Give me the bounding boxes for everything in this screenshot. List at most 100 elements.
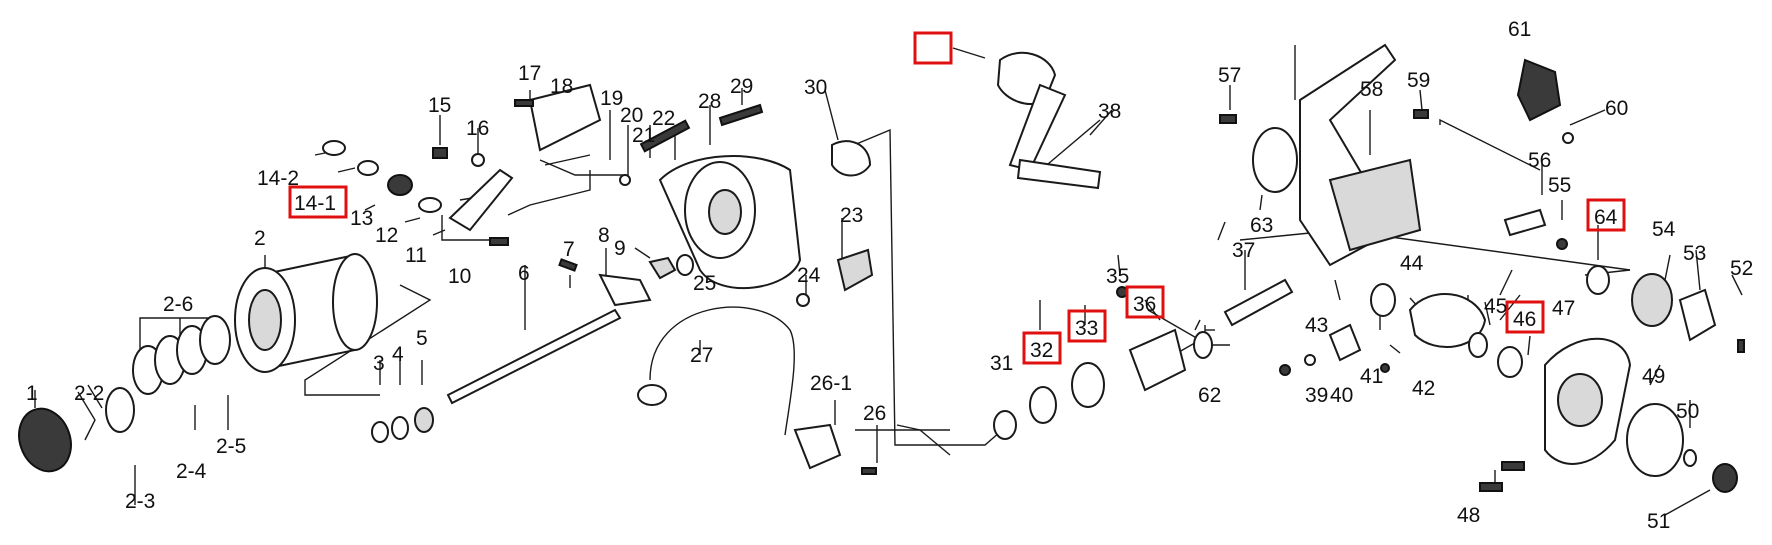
part-2-5-washer xyxy=(199,315,231,365)
label-2-5: 2-5 xyxy=(216,435,246,458)
part-57-screw xyxy=(1219,114,1237,124)
part-9-nut xyxy=(648,256,677,280)
highlight-box-32 xyxy=(1022,331,1062,365)
label-52: 52 xyxy=(1730,257,1753,280)
part-29-spring-set xyxy=(718,103,764,127)
part-11-line-roller-arm xyxy=(448,168,514,232)
label-10: 10 xyxy=(448,265,471,288)
label-12: 12 xyxy=(375,224,398,247)
rotor-and-bail-assembly xyxy=(322,83,877,475)
label-38: 38 xyxy=(1098,100,1121,123)
part-40-pin xyxy=(1304,354,1316,366)
label-53: 53 xyxy=(1683,242,1706,265)
label-64: 64 xyxy=(1594,206,1618,229)
part-labels: 1 2-2 2-3 2-4 2-5 2-6 2 3 4 5 6 7 8 9 10… xyxy=(26,18,1753,533)
label-36: 36 xyxy=(1133,293,1156,316)
label-50: 50 xyxy=(1676,400,1699,423)
part-61-cover xyxy=(1516,58,1562,122)
part-42-screw xyxy=(1380,363,1390,373)
part-52-screw xyxy=(1737,339,1745,353)
part-16-collar xyxy=(471,153,485,167)
label-32: 32 xyxy=(1030,339,1053,362)
part-24-screw xyxy=(796,293,810,307)
part-23-cover xyxy=(836,248,874,292)
part-7-screw xyxy=(558,258,578,272)
part-14-1-washer xyxy=(357,160,379,176)
label-43: 43 xyxy=(1305,314,1328,337)
part-32-bearing xyxy=(1029,386,1057,424)
part-14-2-washer xyxy=(322,140,346,156)
part-10-screw xyxy=(489,237,509,246)
part-31-washer xyxy=(993,410,1017,440)
part-53-stopper xyxy=(1678,288,1717,342)
part-12-washer xyxy=(418,197,442,213)
label-23: 23 xyxy=(840,204,863,227)
part-48-screw-b xyxy=(1501,461,1525,471)
part-51-knob xyxy=(1712,463,1738,493)
part-54-drive-gear xyxy=(1631,273,1673,327)
part-27-wire-end xyxy=(637,384,667,406)
part-55-screw xyxy=(1556,238,1568,250)
label-39: 39 xyxy=(1305,384,1328,407)
part-2-3-ring xyxy=(105,387,135,433)
highlight-box-46 xyxy=(1505,300,1545,334)
label-33: 33 xyxy=(1075,317,1098,340)
part-17-screw xyxy=(514,99,534,107)
label-60: 60 xyxy=(1605,97,1628,120)
highlight-box-blank xyxy=(913,31,953,65)
label-44: 44 xyxy=(1400,252,1424,275)
part-60-screw xyxy=(1562,132,1574,144)
part-3-washer xyxy=(371,421,389,443)
part-13-roller xyxy=(387,174,413,196)
label-27: 27 xyxy=(690,344,713,367)
part-2-spool-hub xyxy=(248,289,282,351)
part-37-pinion-gear xyxy=(1223,278,1294,327)
highlight-box-64 xyxy=(1586,198,1626,232)
part-19-spring xyxy=(544,154,591,166)
label-2-4: 2-4 xyxy=(176,460,207,483)
label-48: 48 xyxy=(1457,504,1480,527)
part-44-bearing xyxy=(1370,283,1396,317)
label-5: 5 xyxy=(416,327,428,350)
part-18-bail-arm-lever xyxy=(528,83,602,152)
label-26-1: 26-1 xyxy=(810,372,852,395)
label-54: 54 xyxy=(1652,218,1676,241)
label-11: 11 xyxy=(405,244,427,267)
label-59: 59 xyxy=(1407,69,1430,92)
label-46: 46 xyxy=(1513,308,1536,331)
part-20-washer xyxy=(619,174,631,186)
label-22: 22 xyxy=(652,107,675,130)
part-38-handle-shaft xyxy=(1016,158,1102,190)
label-61: 61 xyxy=(1508,18,1531,41)
label-3: 3 xyxy=(373,352,385,375)
label-7: 7 xyxy=(563,238,575,261)
part-41-slider xyxy=(1328,323,1362,362)
part-56-lever xyxy=(1503,208,1547,237)
part-46-bearing xyxy=(1497,346,1523,378)
label-45: 45 xyxy=(1484,295,1507,318)
part-26-1-bail-holder xyxy=(793,423,842,470)
part-5-washer xyxy=(414,407,434,433)
label-55: 55 xyxy=(1548,174,1571,197)
part-47-plate-hub xyxy=(1557,373,1603,427)
label-2-3: 2-3 xyxy=(125,490,155,513)
part-50-washer xyxy=(1683,449,1697,467)
label-17: 17 xyxy=(518,62,541,85)
label-20: 20 xyxy=(620,104,643,127)
label-42: 42 xyxy=(1412,377,1435,400)
label-51: 51 xyxy=(1647,510,1670,533)
label-49: 49 xyxy=(1642,365,1665,388)
part-15-screw xyxy=(432,147,448,159)
part-64-bearing xyxy=(1586,265,1610,295)
label-56: 56 xyxy=(1528,149,1551,172)
highlight-box-33 xyxy=(1067,309,1107,343)
label-9: 9 xyxy=(614,237,626,260)
label-25: 25 xyxy=(693,272,716,295)
part-2-2-clip xyxy=(77,391,96,441)
part-26-screw xyxy=(861,467,877,475)
part-6-main-shaft xyxy=(446,308,622,405)
label-4: 4 xyxy=(392,343,404,366)
part-27-bail-wire xyxy=(649,306,795,436)
label-21: 21 xyxy=(632,124,655,147)
label-2: 2 xyxy=(254,227,266,250)
